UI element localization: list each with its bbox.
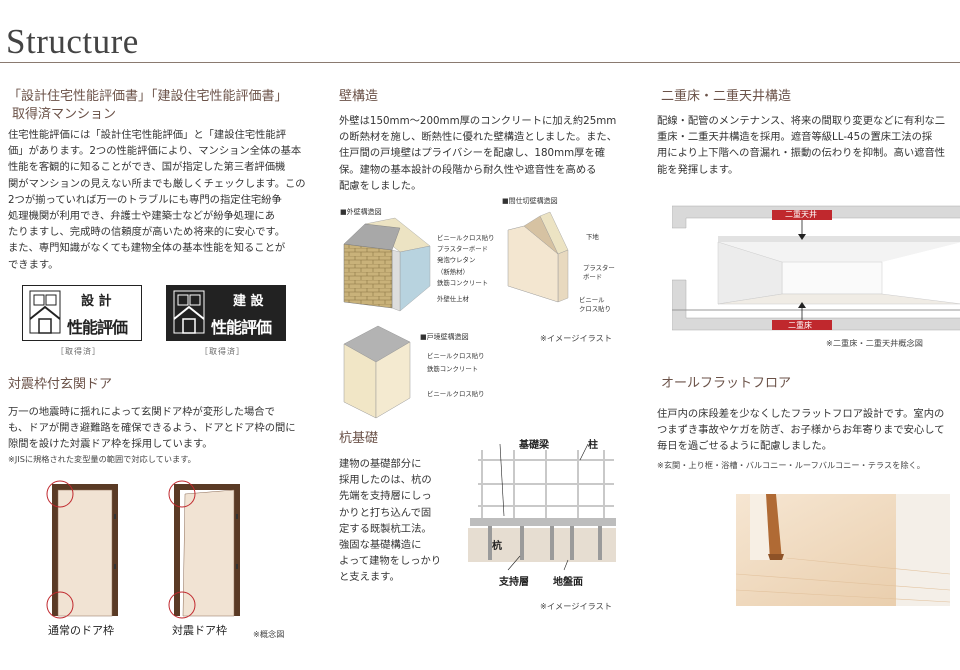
door-heading: 対震枠付玄関ドア <box>8 377 113 392</box>
boundary-wall-diagram <box>343 325 411 419</box>
door-body: 万一の地震時に揺れによって玄関ドア枠が変形した場合でも、ドアが開き避難路を確保で… <box>8 406 296 451</box>
door-frame-diagram <box>46 480 240 619</box>
double-heading: 二重床・二重天井構造 <box>661 89 792 104</box>
partition-labels-board: プラスターボード <box>583 264 615 281</box>
pile-ground-label: 地盤面 <box>553 577 583 588</box>
rating-body: 住宅性能評価には「設計住宅性能評価」と「建設住宅性能評価」があります。2つの性能… <box>8 129 306 271</box>
badge-design-bottom: 性能評価 <box>67 318 128 337</box>
partition-wall-title: ■間仕切壁構造図 <box>502 197 558 205</box>
pile-heading: 杭基礎 <box>339 431 379 446</box>
boundary-wall-title: ■戸境壁構造図 <box>420 333 469 341</box>
outer-wall-diagram <box>343 217 431 312</box>
wall-heading: 壁構造 <box>339 89 379 104</box>
house-icon <box>29 290 61 334</box>
pile-bearing-label: 支持層 <box>499 577 529 588</box>
flat-floor-photo <box>736 494 950 606</box>
partition-wall-diagram <box>507 211 569 303</box>
door-normal-label: 通常のドア枠 <box>48 624 114 637</box>
pile-foundation-diagram <box>468 443 616 571</box>
double-concept-note: ※二重床・二重天井概念図 <box>826 338 923 348</box>
rating-heading-2: 取得済マンション <box>12 107 117 122</box>
build-rating-badge: 建 設 性能評価 <box>166 285 286 341</box>
pile-label: 杭 <box>492 541 502 552</box>
pile-beam-label: 基礎梁 <box>519 440 549 451</box>
wall-illust-note: ※イメージイラスト <box>540 333 613 343</box>
pile-illust-note: ※イメージイラスト <box>540 601 613 611</box>
badge-design-top: 設 計 <box>81 294 112 309</box>
design-rating-badge: 設 計 性能評価 <box>22 285 142 341</box>
pile-column-label: 柱 <box>588 440 598 451</box>
flat-heading: オールフラットフロア <box>661 376 792 391</box>
boundary-wall-labels: ビニールクロス貼り 鉄筋コンクリート ビニールクロス貼り <box>427 352 485 399</box>
double-ceiling-label: 二重天井 <box>785 210 817 219</box>
badge-build-bottom: 性能評価 <box>211 318 272 337</box>
door-concept-note: ※概念図 <box>253 629 285 639</box>
badge-build-top: 建 設 <box>233 294 264 309</box>
badge-design-caption: ［取得済］ <box>56 347 101 356</box>
outer-wall-title: ■外壁構造図 <box>340 208 382 216</box>
title-divider <box>0 62 960 63</box>
partition-label-base: 下地 <box>586 233 599 241</box>
double-body: 配線・配管のメンテナンス、将来の間取り変更などに有利な二重床・二重天井構造を採用… <box>657 115 946 176</box>
rating-heading-1: 「設計住宅性能評価書」「建設住宅性能評価書」 <box>8 89 288 104</box>
double-floor-ceiling-diagram <box>672 205 960 331</box>
partition-labels-cloth: ビニールクロス貼り <box>579 296 611 313</box>
house-icon <box>173 290 205 334</box>
door-seismic-label: 対震ドア枠 <box>172 624 227 637</box>
flat-note: ※玄関・上り框・浴槽・バルコニー・ルーフバルコニー・テラスを除く。 <box>657 460 925 470</box>
page-title: Structure <box>6 22 139 61</box>
badge-build-caption: ［取得済］ <box>200 347 245 356</box>
pile-body: 建物の基礎部分に採用したのは、杭の先端を支持層にしっ かりと打ち込んで固定する既… <box>339 458 442 584</box>
double-floor-label: 二重床 <box>788 321 812 330</box>
outer-wall-labels: ビニールクロス貼り プラスターボード 発泡ウレタン （断熱材） 鉄筋コンクリート… <box>437 234 495 304</box>
flat-body: 住戸内の床段差を少なくしたフラットフロア設計です。室内のつまずき事故やケガを防ぎ… <box>657 408 945 453</box>
door-note: ※JISに規格された変型量の範囲で対応しています。 <box>8 454 196 464</box>
